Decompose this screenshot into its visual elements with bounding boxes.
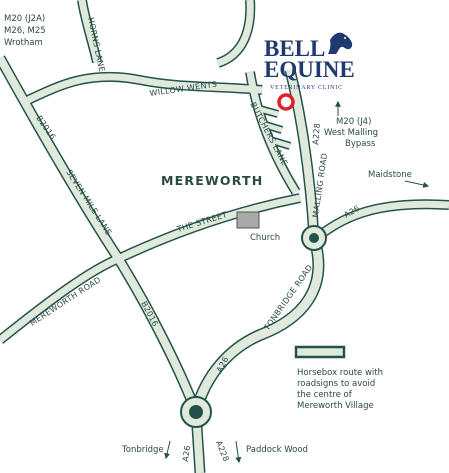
- road-malling-road: [286, 69, 318, 239]
- road-horns-lane: [78, 0, 101, 63]
- road-willow-wents: [26, 73, 263, 104]
- direction-m20-j4-3: Bypass: [345, 139, 376, 149]
- road-north: [216, 0, 254, 67]
- direction-top-left-1: M20 (J2A): [4, 14, 45, 24]
- label-seven-mile-lane: SEVEN MILE LANE: [64, 168, 113, 237]
- road-spur-2: [261, 121, 283, 133]
- direction-m20-j4-1: M20 (J4): [336, 117, 371, 127]
- legend-route-swatch: [294, 345, 346, 359]
- village-name: MEREWORTH: [161, 173, 263, 188]
- label-a26-exit: A26: [181, 445, 192, 463]
- church-building: [236, 211, 260, 229]
- road-the-street: [0, 194, 301, 343]
- road-spur-1: [255, 105, 279, 117]
- brand-logo: BELL EQUINE VETERINARY CLINIC: [264, 32, 355, 91]
- legend-text-2: roadsigns to avoid: [297, 379, 375, 389]
- legend: Horsebox route with roadsigns to avoid t…: [294, 345, 383, 411]
- direction-tonbridge: Tonbridge: [121, 445, 164, 455]
- arrow-southwest-icon: [164, 440, 171, 460]
- clinic-location-marker: [277, 93, 295, 111]
- brand-subtitle: VETERINARY CLINIC: [270, 85, 343, 91]
- arrow-southeast-icon: [235, 440, 242, 464]
- label-a228-top: A228: [311, 123, 322, 146]
- direction-paddock-wood: Paddock Wood: [246, 445, 308, 455]
- label-a228-exit: A228: [214, 439, 231, 463]
- horse-head-icon: [328, 32, 353, 54]
- roundabouts: [180, 225, 327, 428]
- legend-text-1: Horsebox route with: [297, 368, 383, 378]
- road-a26-east: [313, 200, 449, 241]
- road-butchers-lane: [246, 71, 299, 194]
- legend-text-3: the centre of: [297, 390, 353, 400]
- legend-text-4: Mereworth Village: [297, 401, 374, 411]
- direction-top-left-2: M26, M25: [4, 26, 46, 36]
- church-label: Church: [250, 233, 280, 243]
- direction-maidstone: Maidstone: [368, 170, 412, 180]
- label-mereworth-road: MEREWORTH ROAD: [28, 275, 102, 328]
- horse-eye-icon: [344, 37, 346, 39]
- direction-m20-j4-2: West Malling: [324, 128, 378, 138]
- road-spur-3: [269, 137, 291, 149]
- brand-line2: EQUINE: [264, 57, 355, 82]
- direction-top-left-3: Wrotham: [4, 38, 43, 48]
- arrow-east-icon: [404, 180, 430, 188]
- brand-line1: BELL: [264, 36, 325, 61]
- roundabout-north-center: [309, 233, 319, 243]
- roundabout-south-center: [189, 405, 203, 419]
- road-tonbridge: [191, 236, 323, 414]
